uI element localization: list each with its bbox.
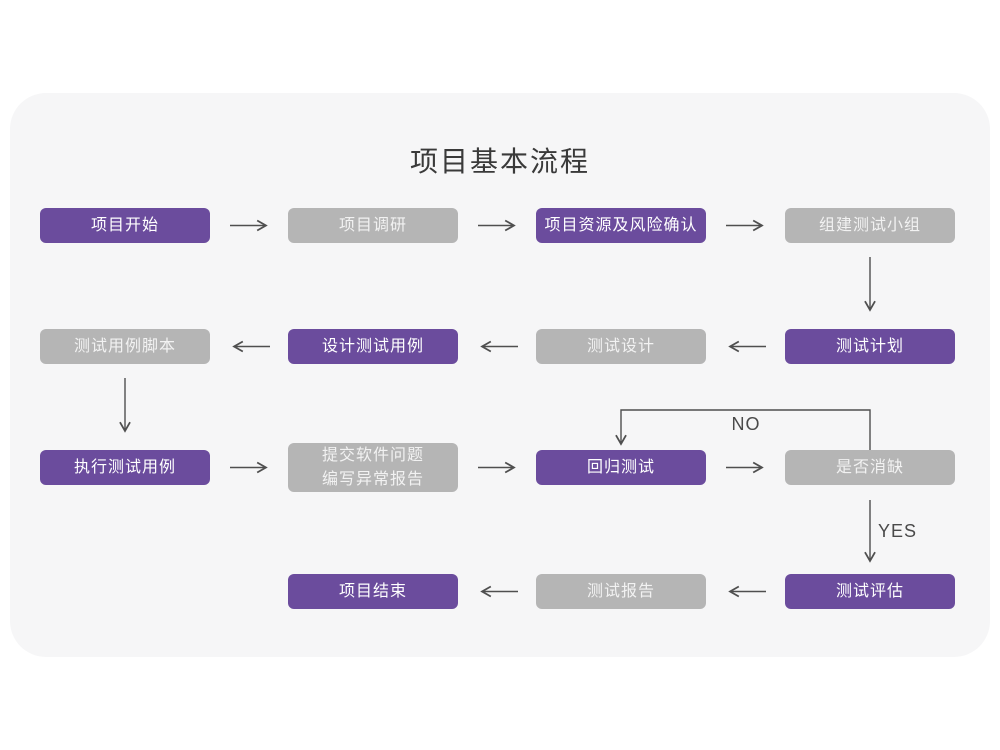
branch-label-yes: YES bbox=[878, 521, 918, 541]
node-submit-issue-report: 提交软件问题 编写异常报告 bbox=[288, 443, 458, 492]
node-test-plan: 测试计划 bbox=[785, 329, 955, 364]
node-build-test-team: 组建测试小组 bbox=[785, 208, 955, 243]
node-project-end: 项目结束 bbox=[288, 574, 458, 609]
flowchart-card bbox=[10, 93, 990, 657]
node-test-design: 测试设计 bbox=[536, 329, 706, 364]
node-project-research: 项目调研 bbox=[288, 208, 458, 243]
node-regression-test: 回归测试 bbox=[536, 450, 706, 485]
node-test-evaluation: 测试评估 bbox=[785, 574, 955, 609]
node-project-start: 项目开始 bbox=[40, 208, 210, 243]
node-defect-cleared-decision: 是否消缺 bbox=[785, 450, 955, 485]
node-execute-test-cases: 执行测试用例 bbox=[40, 450, 210, 485]
node-design-test-cases: 设计测试用例 bbox=[288, 329, 458, 364]
node-test-report: 测试报告 bbox=[536, 574, 706, 609]
node-test-case-scripts: 测试用例脚本 bbox=[40, 329, 210, 364]
node-resource-risk-confirm: 项目资源及风险确认 bbox=[536, 208, 706, 243]
diagram-title: 项目基本流程 bbox=[409, 146, 590, 177]
branch-label-no: NO bbox=[731, 414, 761, 434]
